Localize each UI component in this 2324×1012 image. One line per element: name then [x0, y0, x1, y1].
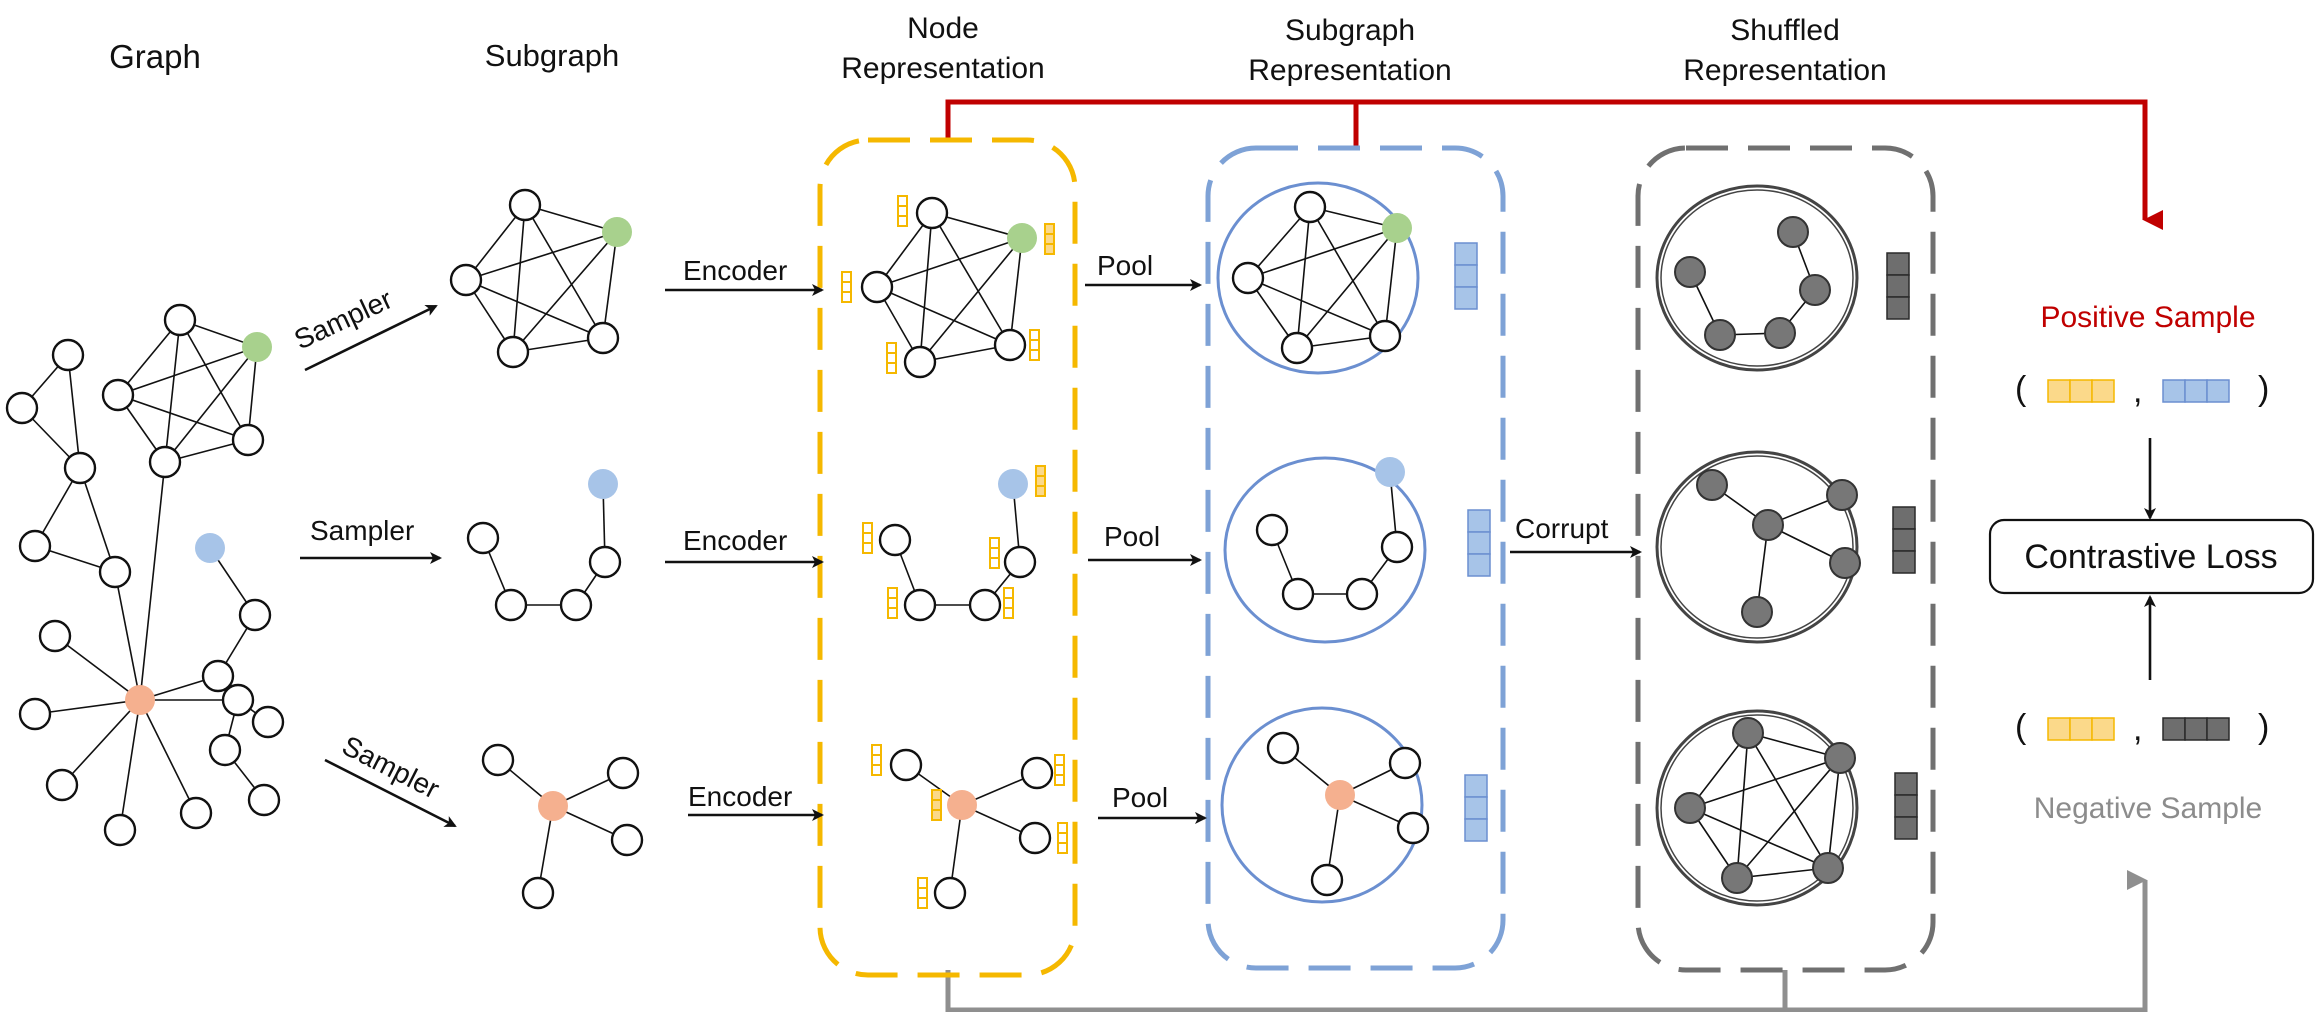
node-feature-vectors [841, 195, 1068, 909]
subgraph-rep-2 [1223, 456, 1427, 644]
positive-open-paren: ( [2015, 370, 2027, 408]
encoder-label-2: Encoder [683, 525, 787, 556]
negative-comma: , [2133, 710, 2142, 748]
sampler-arrow-3: Sampler [324, 730, 457, 828]
negative-yellow-vector [2047, 717, 2115, 741]
pool-label-1: Pool [1097, 250, 1153, 281]
title-sub-rep-1: Subgraph [1285, 14, 1415, 47]
title-shuf-rep-1: Shuffled [1730, 14, 1840, 47]
pool-label-2: Pool [1104, 521, 1160, 552]
pool-label-3: Pool [1112, 782, 1168, 813]
positive-yellow-vector [2047, 379, 2115, 403]
positive-blue-vector [2162, 379, 2230, 403]
positive-close-paren: ) [2258, 370, 2269, 408]
title-node-rep-1: Node [907, 12, 979, 45]
negative-sample-label: Negative Sample [2034, 792, 2262, 825]
sampler-label-2: Sampler [310, 515, 414, 546]
negative-pair: ( , ) [2015, 708, 2269, 748]
sampler-label-1: Sampler [289, 283, 397, 355]
encoder-arrow-3: Encoder [688, 781, 824, 821]
positive-pair: ( , ) [2015, 370, 2269, 410]
corrupt-label: Corrupt [1515, 513, 1609, 544]
shuffled-rep-1 [1655, 184, 1859, 372]
encoder-arrow-1: Encoder [665, 255, 824, 296]
pool-arrow-2: Pool [1088, 521, 1202, 566]
title-sub-rep-2: Representation [1248, 54, 1451, 87]
blue-node [195, 533, 225, 563]
orange-node [125, 685, 155, 715]
encoder-arrow-2: Encoder [665, 525, 824, 568]
green-node [242, 332, 272, 362]
encoder-label-1: Encoder [683, 255, 787, 286]
negative-open-paren: ( [2015, 708, 2027, 746]
contrastive-loss-label: Contrastive Loss [2024, 538, 2277, 576]
node-rep-graph-3 [889, 748, 1054, 910]
subgraph-3 [481, 743, 644, 910]
subgraph-1 [449, 188, 632, 369]
node-rep-graph-1 [860, 196, 1037, 379]
negative-connector [945, 870, 2148, 1012]
encoder-label-3: Encoder [688, 781, 792, 812]
negative-gray-vector [2162, 717, 2230, 741]
title-shuf-rep-2: Representation [1683, 54, 1886, 87]
positive-sample-label: Positive Sample [2040, 301, 2255, 334]
shuffled-representation-box [1635, 145, 1936, 973]
node-rep-graph-2 [878, 469, 1037, 622]
subgraph-rep-3 [1220, 706, 1430, 904]
negative-close-paren: ) [2258, 708, 2269, 746]
positive-comma: , [2133, 372, 2142, 410]
shuffled-vectors [1886, 252, 1918, 840]
input-graph [5, 303, 285, 847]
subgraph-rep-1 [1216, 181, 1420, 375]
pool-arrow-1: Pool [1085, 250, 1202, 291]
subgraph-2 [466, 469, 622, 622]
subgraph-representation-box [1205, 145, 1506, 971]
subgraph-vectors [1454, 242, 1491, 842]
title-graph: Graph [109, 38, 201, 75]
positive-connector [945, 99, 2163, 230]
shuffled-rep-3 [1655, 709, 1859, 907]
sampler-arrow-2: Sampler [300, 515, 442, 564]
title-node-rep-2: Representation [841, 52, 1044, 85]
pool-arrow-3: Pool [1098, 782, 1207, 824]
title-subgraph: Subgraph [485, 38, 619, 73]
corrupt-arrow: Corrupt [1510, 513, 1642, 558]
shuffled-rep-2 [1655, 450, 1861, 644]
contrastive-loss-box: Contrastive Loss [1988, 518, 2315, 595]
sampler-arrow-1: Sampler [289, 283, 438, 372]
